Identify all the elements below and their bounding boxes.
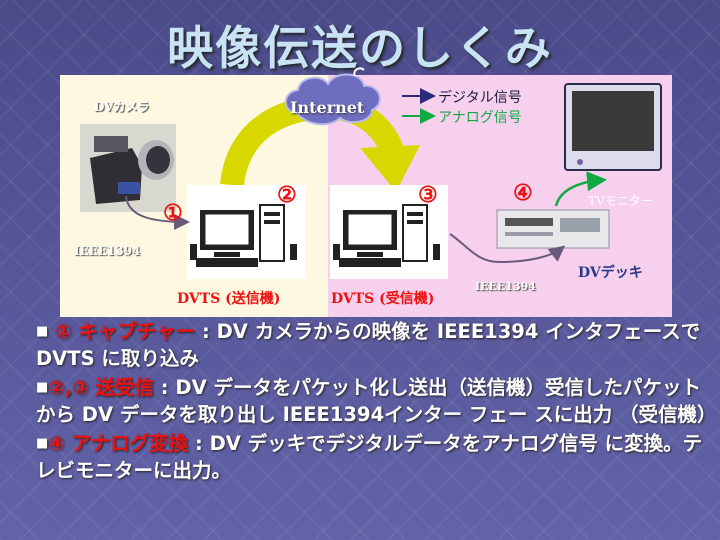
marker-1: ① [163, 200, 183, 226]
sender-label: DVTS (送信機) [177, 291, 281, 307]
receiver-to-deck-link [449, 233, 566, 264]
marker-3: ③ [418, 182, 438, 208]
deck-label: DVデッキ [578, 265, 643, 281]
bullet-square-icon: ■ [36, 380, 49, 395]
deck-to-monitor-link [554, 171, 607, 207]
receiver-label: DVTS (受信機) [331, 291, 435, 307]
marker-2: ② [277, 182, 297, 208]
bullet-send-receive-text: : DV データをパケット化し送出（送信機）受信したパケットから DV データを… [36, 376, 717, 426]
legend-analog-label: アナログ信号 [438, 110, 522, 126]
bullet-square-icon: ■ [36, 324, 49, 339]
legend-digital-label: デジタル信号 [438, 90, 522, 106]
bullet-send-receive: ■②,③ 送受信 : DV データをパケット化し送出（送信機）受信したパケットか… [36, 374, 717, 428]
bullet-capture: ■ ① キャプチャー : DV カメラからの映像を IEEE1394 インタフェ… [36, 318, 712, 372]
bullet-analog-conversion: ■④ アナログ変換 : DV デッキでデジタルデータをアナログ信号 に変換。テレ… [36, 430, 712, 484]
marker-4: ④ [513, 180, 533, 206]
bullet-list: ■ ① キャプチャー : DV カメラからの映像を IEEE1394 インタフェ… [36, 318, 717, 486]
sender-pc-image [187, 185, 305, 279]
ieee1394-left-label: IEEE1394 [74, 244, 141, 258]
internet-label: Internet [290, 98, 365, 117]
camera-label: DVカメラ [94, 100, 150, 114]
monitor-label: TVモニター [588, 194, 653, 208]
bullet-analog-conversion-text: : DV デッキでデジタルデータをアナログ信号 に変換。テレビモニターに出力。 [36, 432, 703, 482]
bullet-capture-text: : DV カメラからの映像を IEEE1394 インタフェースで DVTS に取… [36, 320, 701, 370]
camera-to-sender-link [125, 195, 190, 230]
dv-deck-image [496, 209, 610, 249]
bullet-capture-heading: ① キャプチャー [55, 320, 196, 343]
receiver-pc-image [330, 185, 448, 279]
dv-camera-image [80, 124, 176, 212]
tv-monitor-image [564, 83, 662, 171]
ieee1394-right-label: IEEE1394 [475, 280, 536, 293]
bullet-send-receive-heading: ②,③ 送受信 [48, 376, 155, 399]
bullet-square-icon: ■ [36, 436, 49, 451]
internet-cloud [284, 67, 381, 126]
bullet-analog-conversion-heading: ④ アナログ変換 [48, 432, 189, 455]
slide-title: 映像伝送のしくみ [167, 21, 553, 75]
